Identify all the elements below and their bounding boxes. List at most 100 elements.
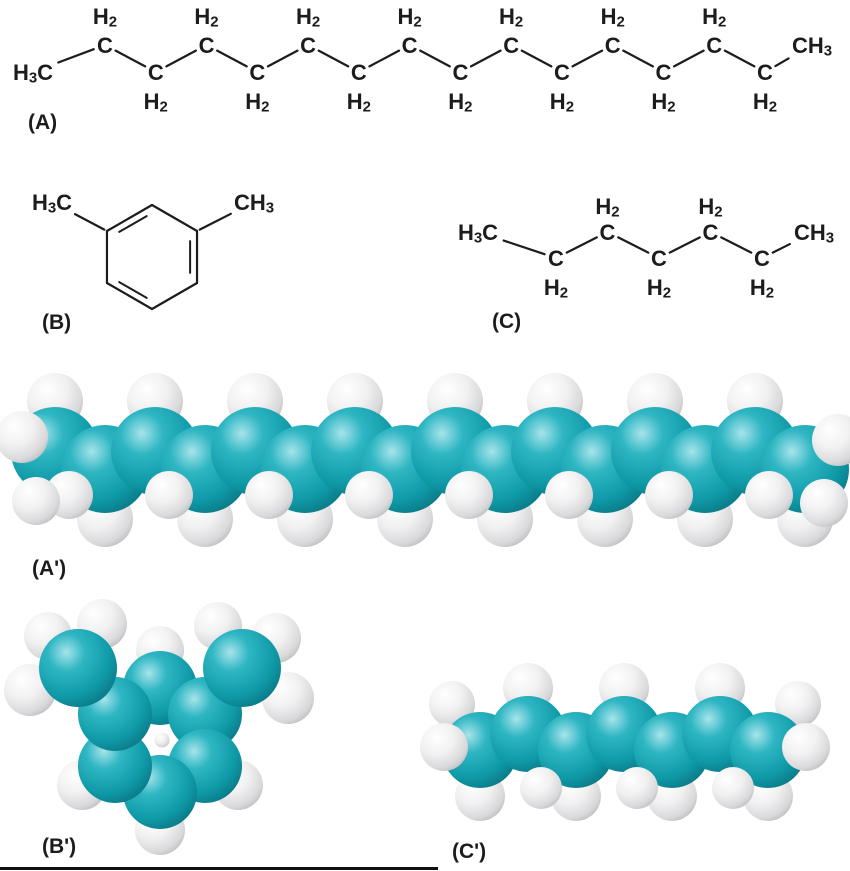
ring-double-bond (118, 215, 148, 233)
label-model-c: (C') (452, 840, 487, 863)
atom-label: H2 (753, 89, 777, 116)
atom-label: H2 (93, 4, 117, 31)
bond (469, 49, 502, 68)
hydrogen-sphere (745, 471, 793, 519)
bond (57, 48, 95, 64)
hydrogen-sphere (520, 767, 562, 809)
atom-label: C (757, 60, 773, 85)
ring-double-bond (118, 281, 148, 299)
label-structure-c: (C) (492, 310, 522, 333)
hydrogen-sphere (145, 471, 193, 519)
carbon-sphere (39, 629, 117, 707)
atom-label: C (651, 246, 667, 271)
atom-label: C (703, 220, 719, 245)
atom-label: C (199, 33, 215, 58)
atom-label: H3C (458, 220, 498, 247)
atom-label: H2 (550, 89, 574, 116)
hydrogen-sphere (645, 471, 693, 519)
atom-label: C (656, 60, 672, 85)
bond (368, 49, 401, 68)
atom-label: H2 (647, 275, 671, 302)
ring-bond (150, 203, 199, 233)
hydrogen-sphere (12, 477, 60, 525)
atom-label: H2 (698, 194, 722, 221)
atom-label: C (706, 33, 722, 58)
hydrogen-sphere (245, 471, 293, 519)
hydrogen-sphere (782, 723, 830, 771)
hydrogen-sphere (154, 732, 170, 748)
hydrogen-sphere (616, 767, 658, 809)
atom-label: C (351, 60, 367, 85)
carbon-sphere (203, 629, 281, 707)
atom-label: H3C (13, 60, 53, 87)
bond (216, 49, 248, 68)
hydrogen-sphere (775, 681, 821, 727)
atom-label: H2 (296, 4, 320, 31)
hydrogen-sphere (420, 723, 468, 771)
atom-label: CH3 (792, 33, 832, 60)
atom-label: C (249, 60, 265, 85)
atom-label: C (300, 33, 316, 58)
atom-label: CH3 (234, 190, 274, 217)
hydrogen-sphere (345, 471, 393, 519)
bond (520, 49, 553, 68)
bond (771, 242, 791, 254)
carbon-sphere (77, 729, 152, 803)
bond (723, 49, 756, 68)
atom-label: C (97, 33, 113, 58)
atom-label: C (600, 220, 616, 245)
atom-label: CH3 (794, 220, 834, 247)
bond (114, 49, 147, 68)
atom-label: C (148, 60, 164, 85)
bottom-crop-line (0, 867, 438, 870)
bond (774, 57, 790, 68)
atom-label: H2 (245, 89, 269, 116)
bond (565, 236, 598, 254)
atom-label: H2 (544, 275, 568, 302)
ring-bond (150, 281, 199, 311)
atom-label: H3C (32, 190, 72, 217)
atom-label: C (503, 33, 519, 58)
hydrogen-sphere (429, 681, 475, 727)
bond (266, 49, 299, 68)
bond (198, 212, 232, 231)
atom-label: H2 (595, 194, 619, 221)
hydrogen-sphere (445, 471, 493, 519)
bond (502, 239, 546, 256)
atom-label: C (402, 33, 418, 58)
label-model-a: (A') (32, 557, 67, 580)
atom-label: H2 (347, 89, 371, 116)
label-structure-a: (A) (28, 111, 58, 134)
atom-label: H2 (144, 89, 168, 116)
carbon-sphere (730, 712, 806, 788)
atom-label: H2 (651, 89, 675, 116)
bond (617, 236, 650, 254)
atom-label: H2 (397, 4, 421, 31)
label-model-b: (B') (42, 835, 77, 858)
hydrogen-sphere (545, 471, 593, 519)
hydrogen-sphere (0, 411, 48, 463)
ring-bond (105, 281, 154, 311)
atom-label: C (754, 246, 770, 271)
ring-bond (105, 203, 154, 233)
hydrogen-sphere (812, 414, 850, 466)
bond (571, 49, 604, 68)
atom-label: H2 (601, 4, 625, 31)
label-structure-b: (B) (42, 311, 72, 334)
bond (73, 213, 106, 231)
bond (165, 49, 198, 68)
bond (419, 49, 451, 68)
atom-label: C (548, 246, 564, 271)
atom-label: H2 (194, 4, 218, 31)
bond (668, 236, 701, 254)
atom-label: H2 (750, 275, 774, 302)
bond (672, 49, 705, 68)
bond (720, 236, 753, 254)
atom-label: H2 (702, 4, 726, 31)
atom-label: C (452, 60, 468, 85)
hydrogen-sphere (800, 479, 848, 527)
atom-label: C (605, 33, 621, 58)
atom-label: H2 (499, 4, 523, 31)
